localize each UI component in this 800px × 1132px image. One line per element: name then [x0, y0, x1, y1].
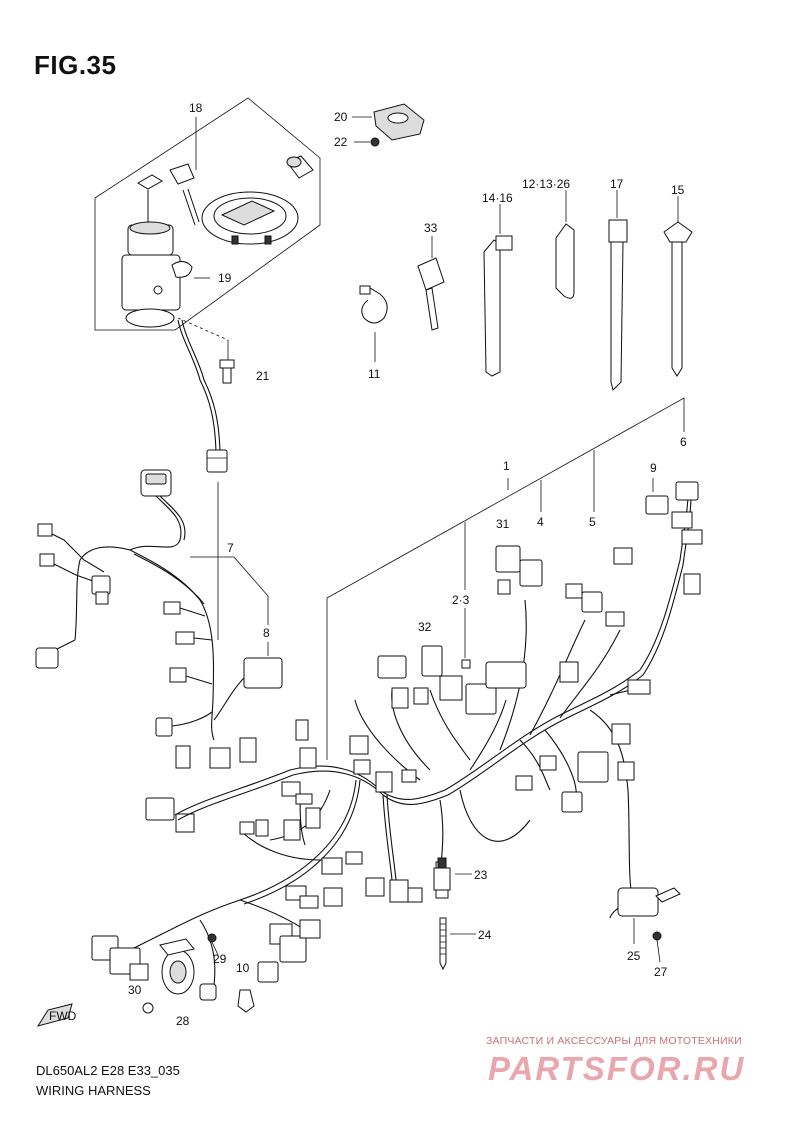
callout-23: 23 [474, 868, 488, 882]
harness-bracket-lines [190, 397, 685, 760]
switch-25-and-bolt-27 [609, 887, 681, 963]
figure-caption: WIRING HARNESS [36, 1083, 151, 1098]
callout-14-16: 14·16 [482, 191, 513, 205]
callout-1: 1 [503, 459, 510, 473]
callout-7: 7 [227, 541, 234, 555]
cable-tie-14-16 [483, 204, 513, 377]
callout-9: 9 [650, 461, 657, 475]
sensor-23-and-rod-24 [433, 857, 476, 971]
callout-15: 15 [671, 183, 685, 197]
figure-title: FIG.35 [34, 50, 117, 80]
callout-10: 10 [236, 961, 250, 975]
callout-11: 11 [368, 367, 381, 381]
callout-30: 30 [128, 983, 142, 997]
callout-19: 19 [218, 271, 232, 285]
cable-tie-17 [608, 190, 628, 391]
watermark-logo: PARTSFOR.RU [488, 1050, 746, 1087]
callout-18: 18 [189, 101, 203, 115]
callout-6: 6 [680, 435, 687, 449]
callout-8: 8 [263, 626, 270, 640]
fwd-label: FWD [49, 1009, 77, 1023]
callout-27: 27 [654, 965, 668, 979]
callout-labels: 18 19 20 21 22 33 11 14·16 12·13·26 17 1… [128, 101, 687, 1028]
watermark-text: ЗАПЧАСТИ И АКСЕССУАРЫ ДЛЯ МОТОТЕХНИКИ [486, 1035, 742, 1047]
callout-4: 4 [537, 515, 544, 529]
callout-22: 22 [334, 135, 348, 149]
callout-25: 25 [627, 949, 641, 963]
callout-20: 20 [334, 110, 348, 124]
callout-31: 31 [496, 517, 510, 531]
cable-tie-15 [663, 196, 693, 377]
bracket-12-13-26 [555, 190, 575, 299]
model-code: DL650AL2 E28 E33_035 [36, 1063, 180, 1078]
callout-2-3: 2·3 [452, 593, 470, 607]
ignition-switch-group [94, 97, 321, 473]
callout-12-13-26: 12·13·26 [522, 177, 570, 191]
callout-21: 21 [256, 369, 270, 383]
callout-33: 33 [424, 221, 438, 235]
callout-5: 5 [589, 515, 596, 529]
cap-cover-parts [352, 103, 425, 147]
callout-24: 24 [478, 928, 492, 942]
clamp-11 [359, 285, 388, 362]
fwd-arrow: FWD [36, 1003, 77, 1027]
callout-17: 17 [610, 177, 624, 191]
bottom-left-components [91, 919, 321, 1014]
key-33 [417, 236, 445, 331]
left-sub-harness [35, 469, 309, 833]
callout-28: 28 [176, 1014, 190, 1028]
main-harness-trunk [109, 481, 703, 1001]
callout-29: 29 [213, 952, 227, 966]
callout-32: 32 [418, 620, 432, 634]
